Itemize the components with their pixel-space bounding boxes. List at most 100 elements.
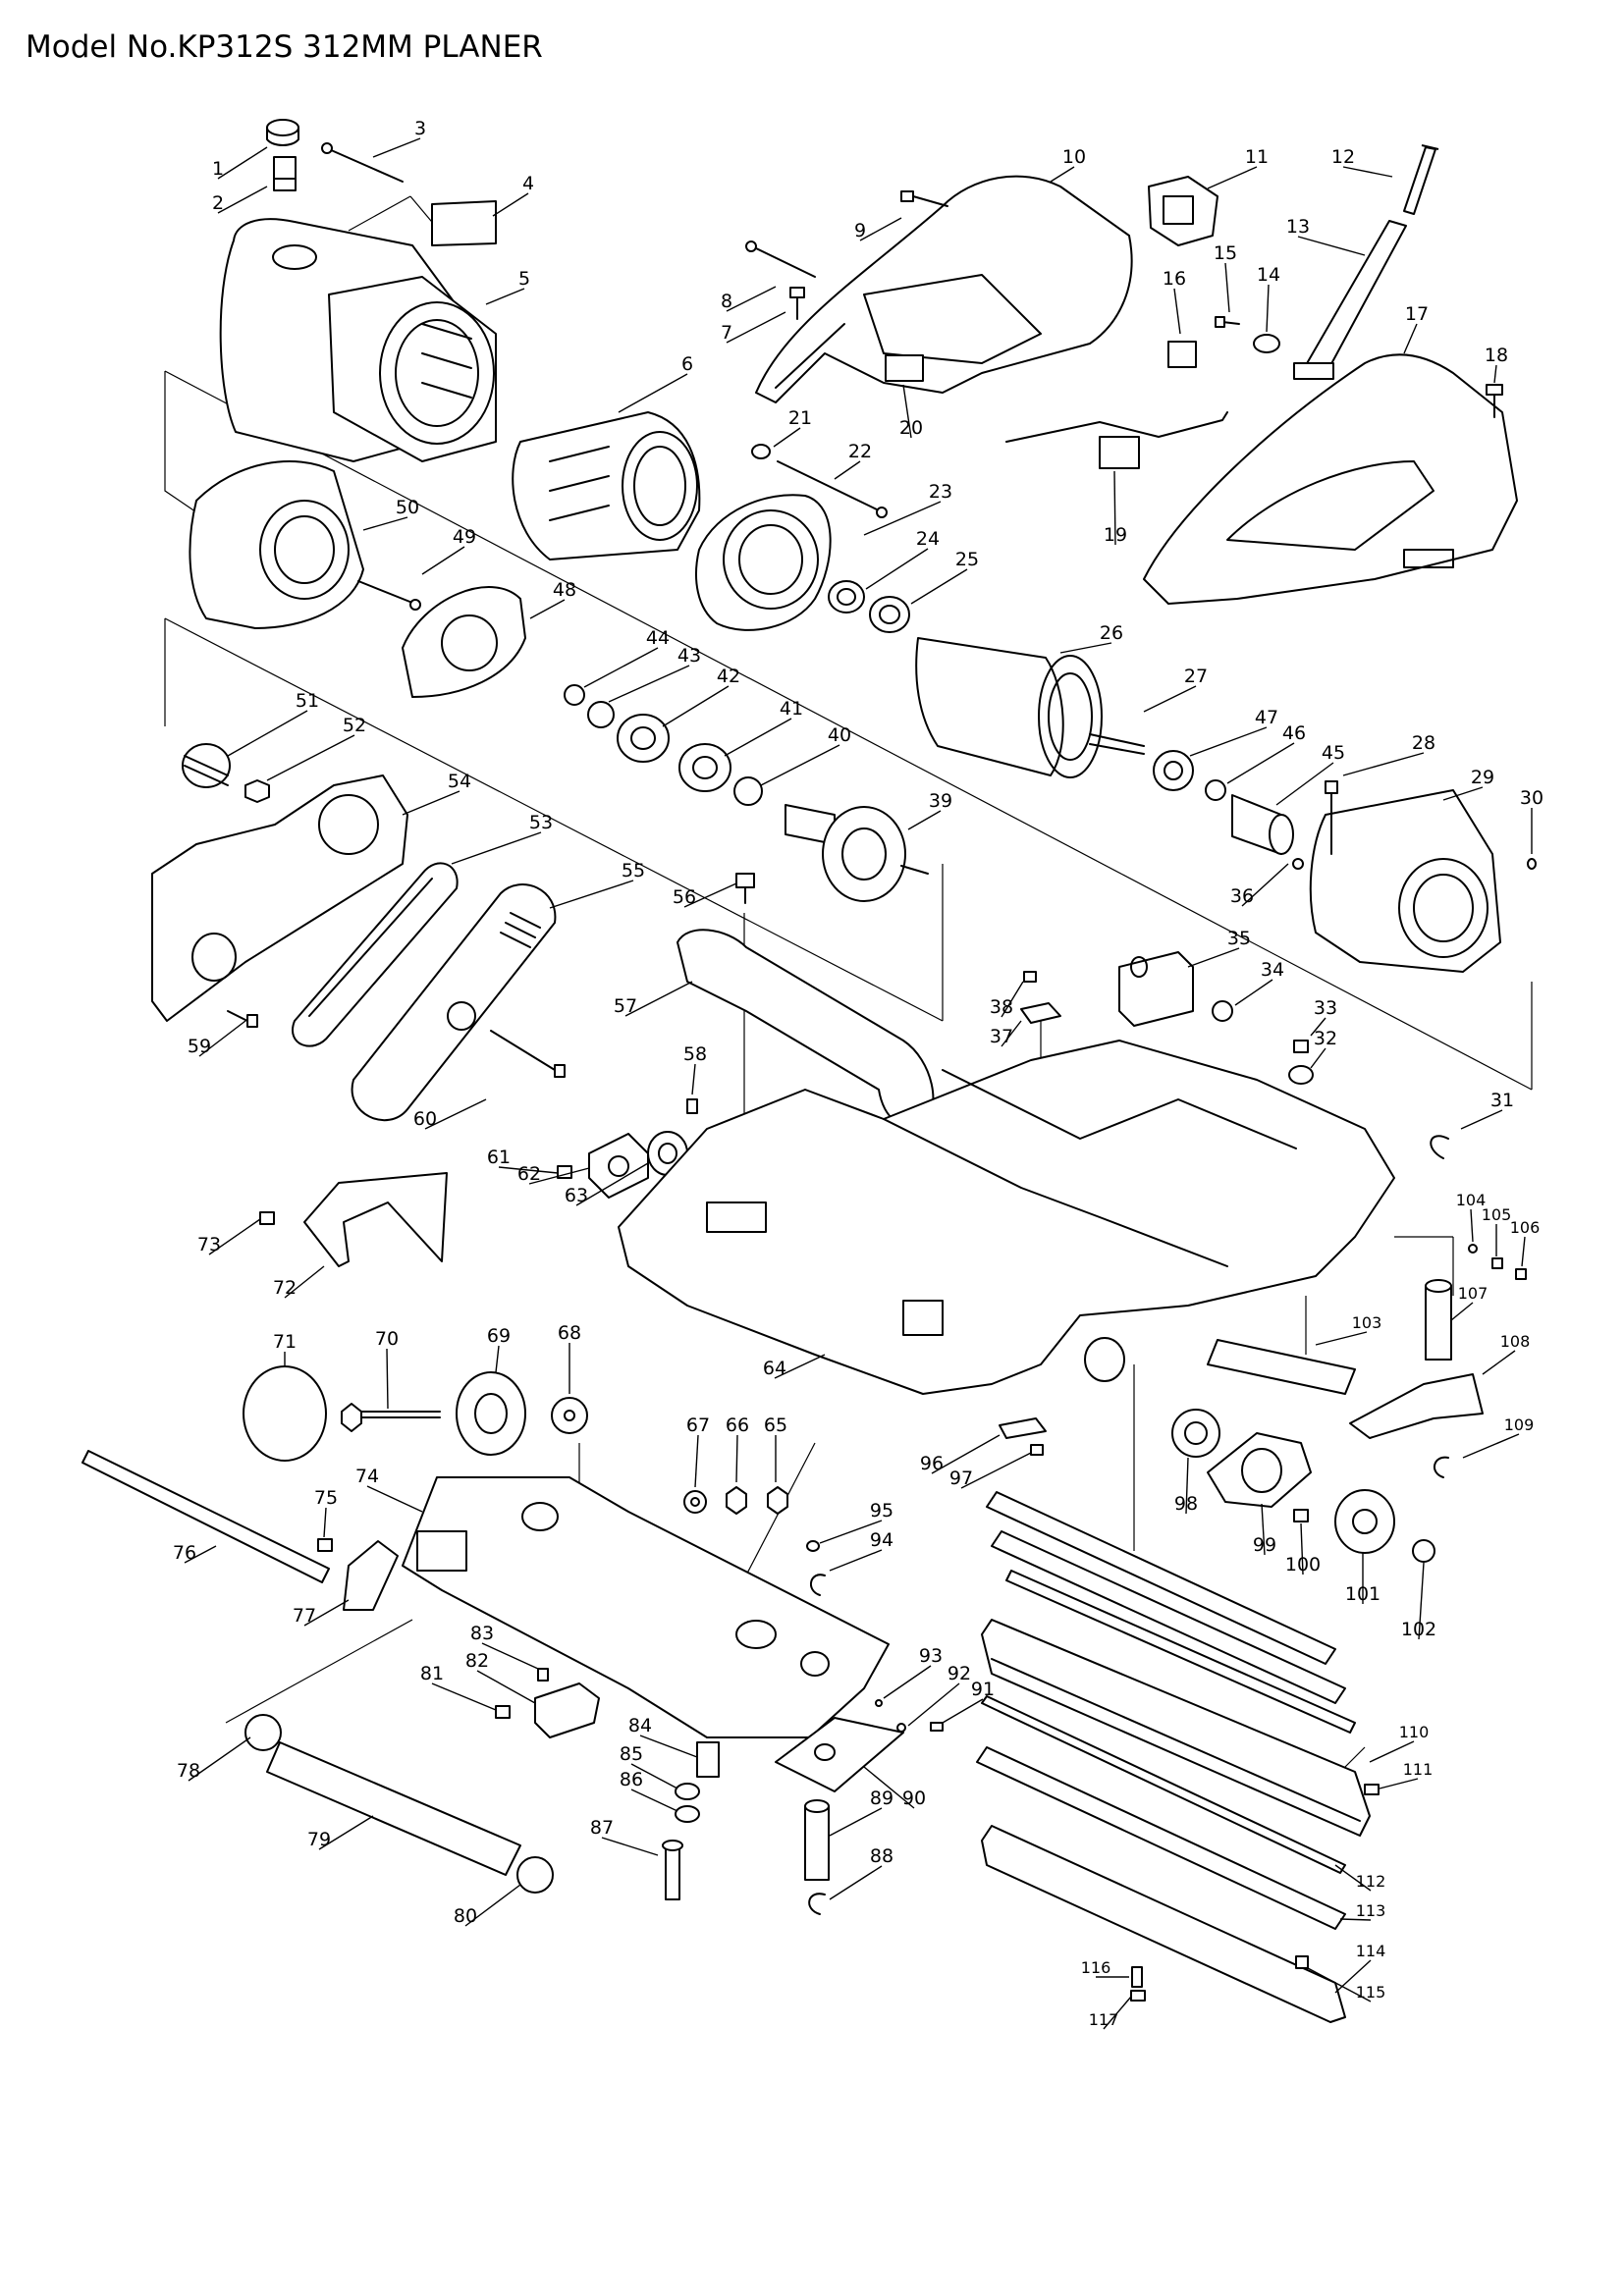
leader-line-114 [1334,1959,1372,1994]
ball-93 [875,1699,883,1707]
nut-65 [767,1486,788,1515]
screw-100 [1293,1509,1309,1522]
callout-number-7: 7 [721,322,732,344]
callout-number-18: 18 [1485,345,1508,366]
leader-line-35 [1187,947,1240,968]
retaining-ring-43 [587,701,615,728]
callout-number-13: 13 [1286,216,1310,238]
callout-number-34: 34 [1261,959,1284,981]
leader-line-83 [481,1642,539,1670]
callout-number-42: 42 [717,666,740,687]
screw-91 [930,1722,944,1732]
callout-number-16: 16 [1163,268,1186,290]
carbon-brush [273,156,297,191]
leader-line-107 [1450,1302,1474,1321]
callout-number-58: 58 [683,1043,707,1065]
knob-hub [456,1371,526,1456]
callout-number-79: 79 [307,1829,331,1850]
leader-line-16 [1173,288,1181,335]
callout-number-29: 29 [1471,767,1494,788]
ring-46 [1205,779,1226,801]
leader-line-84 [639,1735,698,1758]
callout-number-49: 49 [453,526,476,548]
callout-number-48: 48 [553,579,576,601]
callout-number-87: 87 [590,1817,614,1839]
leader-line-31 [1460,1109,1503,1130]
screw-106 [1515,1268,1527,1280]
callout-number-36: 36 [1230,885,1254,907]
switch [1148,176,1218,246]
screw-117 [1130,1990,1146,2002]
callout-number-101: 101 [1345,1583,1380,1605]
leader-line-34 [1234,979,1273,1006]
leader-line-63 [575,1162,649,1206]
leader-line-42 [662,685,730,727]
leader-line-14 [1266,284,1270,333]
leader-line-48 [529,599,566,619]
spiral-bevel-gear [785,804,929,902]
callout-number-56: 56 [673,886,696,908]
callout-number-106: 106 [1510,1218,1541,1237]
washer-21 [751,444,771,459]
callout-number-61: 61 [487,1147,511,1168]
leader-line-94 [829,1549,883,1572]
leader-line-59 [198,1020,246,1057]
callout-number-83: 83 [470,1623,494,1644]
callout-number-37: 37 [990,1026,1013,1047]
retaining-ring-109 [1434,1456,1449,1478]
leader-line-37 [1001,1020,1022,1047]
screw-56 [735,873,755,904]
sleeve-78 [244,1714,282,1751]
leader-line-98 [1185,1457,1189,1515]
callout-number-71: 71 [273,1331,297,1353]
callout-number-96: 96 [920,1453,944,1474]
screw-97 [1030,1444,1044,1456]
callout-number-107: 107 [1458,1284,1489,1303]
screw-60 [490,1030,566,1078]
callout-number-104: 104 [1456,1191,1487,1209]
callout-number-23: 23 [929,481,952,503]
callout-number-4: 4 [522,173,534,194]
callout-number-21: 21 [788,407,812,429]
leader-line-28 [1342,752,1425,776]
leader-line-19 [1113,470,1116,546]
leader-line-73 [208,1218,261,1255]
screw-49 [357,580,421,611]
leader-line-6 [618,373,688,413]
leader-line-40 [760,744,840,786]
leader-line-70 [386,1348,389,1410]
callout-number-32: 32 [1314,1028,1337,1049]
callout-number-22: 22 [848,441,872,462]
leader-line-52 [266,734,355,781]
leader-line-110 [1369,1740,1415,1763]
callout-number-88: 88 [870,1845,893,1867]
callout-number-51: 51 [296,690,319,712]
blade-holder-114 [981,1825,1346,2023]
ball-bearing-47 [1153,750,1194,791]
callout-number-67: 67 [686,1415,710,1436]
callout-number-91: 91 [971,1679,995,1700]
callout-number-25: 25 [955,549,979,570]
callout-number-24: 24 [916,528,940,550]
leader-line-22 [834,460,861,480]
callout-number-105: 105 [1482,1205,1512,1224]
armature [915,637,1145,778]
roller-79 [266,1741,521,1876]
callout-number-76: 76 [173,1542,196,1564]
field-coil [512,411,701,561]
motor-housing [219,218,497,462]
holder-35 [1118,951,1194,1027]
callout-number-99: 99 [1253,1534,1276,1556]
callout-number-90: 90 [902,1788,926,1809]
callout-number-20: 20 [899,417,923,439]
callout-number-95: 95 [870,1500,893,1522]
leader-line-82 [476,1670,536,1704]
leader-line-109 [1462,1433,1520,1459]
callout-number-60: 60 [413,1108,437,1130]
callout-number-55: 55 [622,860,645,881]
leader-line-60 [424,1098,487,1130]
callout-number-28: 28 [1412,732,1435,754]
belt-cover [351,883,557,1122]
callout-number-52: 52 [343,715,366,736]
